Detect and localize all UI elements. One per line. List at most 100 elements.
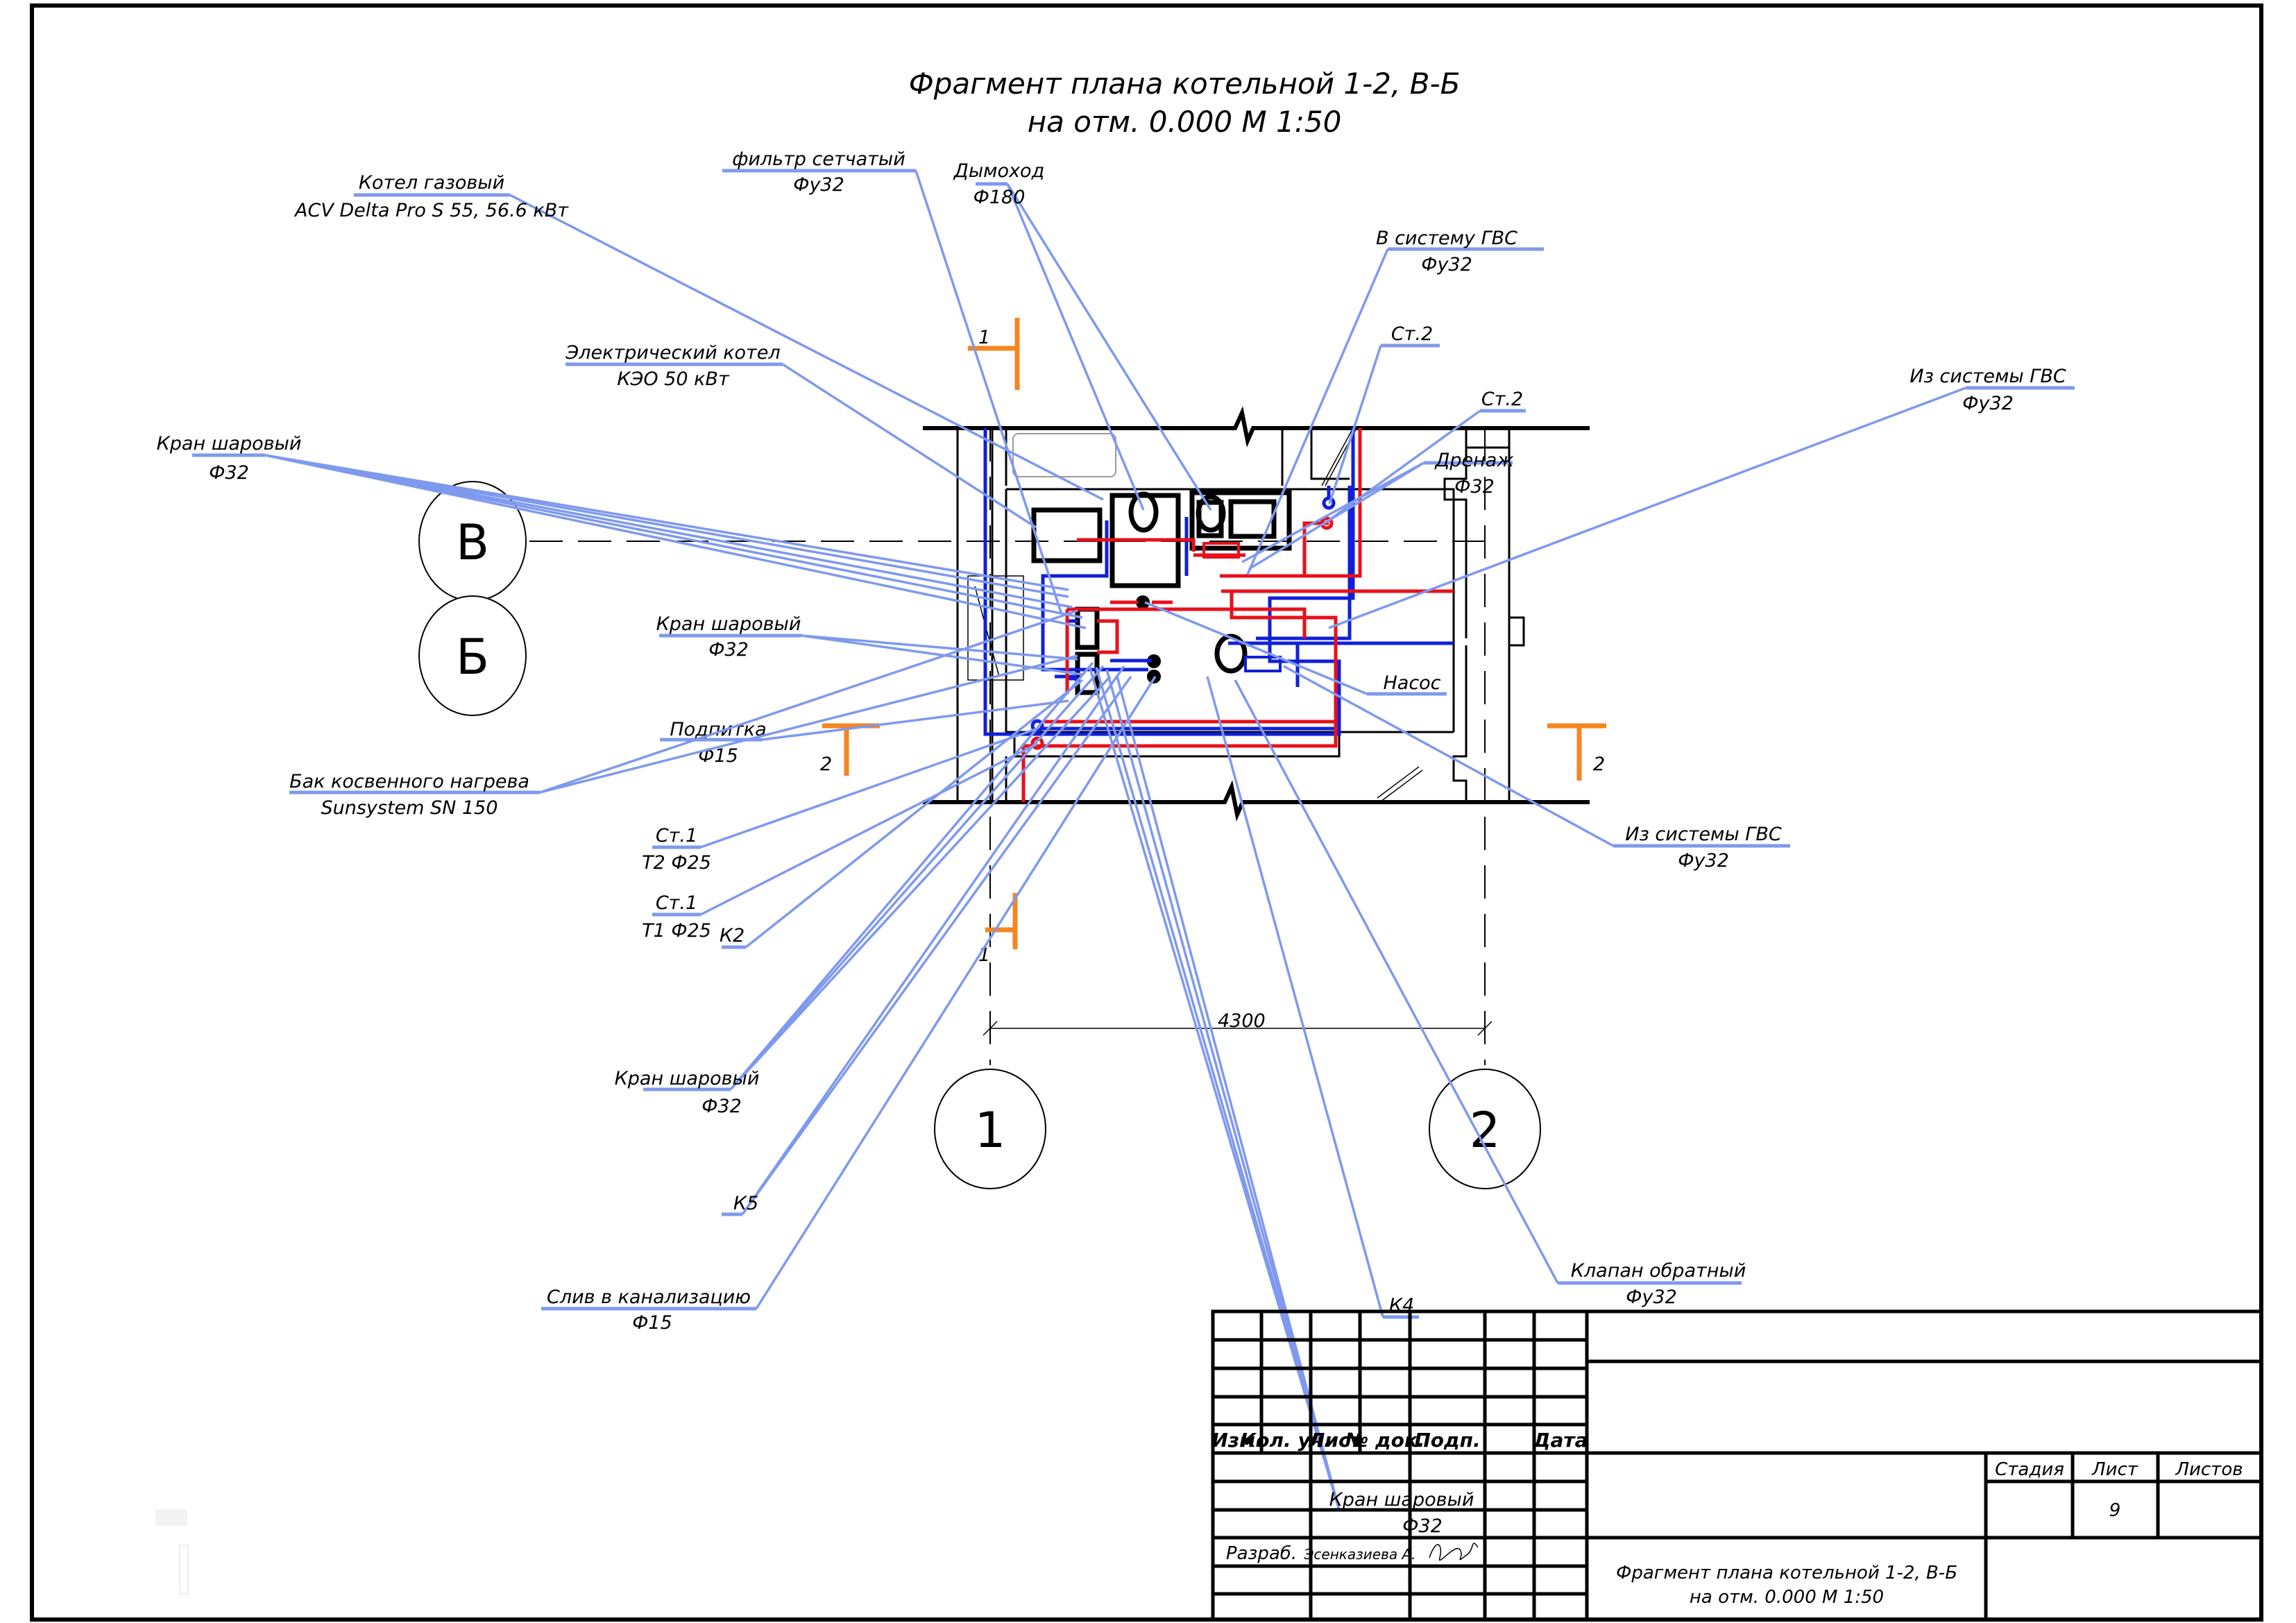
callout-strainer: фильтр сетчатый Фу32 <box>722 148 1063 615</box>
sheet-frame <box>30 3 2263 1622</box>
tb-sheets-label: Листов <box>2175 1459 2243 1480</box>
callout-check-valve: Клапан обратный Фу32 <box>1234 679 1746 1308</box>
tb-stage-label: Стадия <box>1995 1459 2064 1480</box>
callout-makeup-line1: Подпитка <box>670 719 766 740</box>
tb-header-date: Дата <box>1533 1429 1588 1452</box>
control-box <box>1228 499 1277 539</box>
callout-strainer-line2: Фу32 <box>793 174 844 196</box>
axis-label-1: 1 <box>975 1102 1006 1159</box>
callout-drain-line2: Ф32 <box>1454 476 1495 498</box>
callout-to-dhw: В систему ГВС Фу32 <box>1246 228 1544 575</box>
section-2-right-label: 2 <box>1593 754 1605 775</box>
callout-sewer-drain: Слив в канализацию Ф15 <box>541 676 1157 1334</box>
title-block-verticals <box>1259 1311 1589 1620</box>
developer-signature <box>1429 1543 1479 1561</box>
axis-bubble-1 <box>934 1069 1046 1189</box>
section-1-bottom <box>985 893 1018 949</box>
return-boiler-loop <box>1041 517 1189 672</box>
callout-ball-valve-1-line2: Ф32 <box>209 462 249 484</box>
axis-label-2: 2 <box>1470 1102 1501 1159</box>
callout-tank-line2: Sunsystem SN 150 <box>321 797 498 819</box>
pump-1 <box>1136 595 1150 609</box>
top-break-line <box>923 406 1590 448</box>
callout-electric-boiler-line2: КЭО 50 кВт <box>617 368 730 390</box>
axis-label-v: В <box>456 514 489 571</box>
drawing-subtitle: на отм. 0.000 М 1:50 <box>1028 105 1342 139</box>
callout-from-dhw-top-line1: Из системы ГВС <box>1910 366 2066 387</box>
callout-k5: К5 <box>722 665 1132 1216</box>
dimension-value: 4300 <box>1218 1010 1266 1032</box>
dimension-ticks <box>983 1021 1493 1036</box>
callout-flue: Дымоход Ф180 <box>953 160 1212 511</box>
callout-st1-t1-line1: Ст.1 <box>656 892 697 914</box>
ucs-icon <box>155 1509 189 1595</box>
callouts: Котел газовый ACV Delta Pro S 55, 56.6 к… <box>157 148 2075 1537</box>
callout-gas-boiler-line2: ACV Delta Pro S 55, 56.6 кВт <box>294 200 569 221</box>
callout-ball-valve-2: Кран шаровый Ф32 <box>656 613 1083 676</box>
supply-distribution <box>1065 428 1362 694</box>
title-block-horizontals <box>1213 1338 2261 1596</box>
tb-header-sign: Подп. <box>1414 1429 1480 1452</box>
callout-from-dhw-bottom-line1: Из системы ГВС <box>1625 824 1782 845</box>
tb-sheet-label: Лист <box>2091 1459 2138 1480</box>
ucs-icon-bar <box>179 1545 189 1595</box>
callout-check-valve-line2: Фу32 <box>1626 1286 1677 1308</box>
expansion-vessel <box>1214 634 1248 674</box>
callout-sewer-drain-line1: Слив в канализацию <box>547 1286 751 1308</box>
callout-gas-boiler: Котел газовый ACV Delta Pro S 55, 56.6 к… <box>294 172 1104 501</box>
callout-flue-line2: Ф180 <box>973 187 1026 208</box>
supply-riser-mark <box>1320 516 1334 530</box>
callout-st2-b-line1: Ст.2 <box>1481 389 1523 410</box>
tb-header-izm: Изм. <box>1211 1429 1262 1452</box>
callout-from-dhw-top-line2: Фу32 <box>1962 393 2014 414</box>
axis-label-b: Б <box>456 629 489 686</box>
callout-st1-t2-line1: Ст.1 <box>656 825 697 847</box>
callout-from-dhw-bottom: Из системы ГВС Фу32 <box>1283 665 1790 872</box>
callout-sewer-drain-line2: Ф15 <box>632 1312 672 1334</box>
callout-flue-line1: Дымоход <box>953 160 1044 182</box>
tb-developed-label: Разраб. <box>1226 1543 1297 1564</box>
callout-from-dhw-bottom-line2: Фу32 <box>1678 850 1729 872</box>
tb-sheet-title-line1: Фрагмент плана котельной 1-2, В-Б <box>1616 1563 1957 1583</box>
drawing-title: Фрагмент плана котельной 1-2, В-Б <box>909 67 1461 101</box>
return-riser-mark <box>1322 496 1336 510</box>
section-1-bottom-label: 1 <box>978 944 990 966</box>
callout-ball-valve-2-line1: Кран шаровый <box>656 613 801 635</box>
tb-header-kol-uch: Кол. уч. <box>1240 1429 1331 1452</box>
left-wall <box>956 428 994 802</box>
callout-pump: Насос <box>1144 601 1447 696</box>
tb-header-doc-no: № док. <box>1344 1429 1425 1452</box>
callout-st1-t1-line2: Т1 Ф25 <box>642 920 711 942</box>
callout-ball-valve-1-line1: Кран шаровый <box>157 433 302 454</box>
room-outline <box>1005 488 1455 802</box>
callout-to-dhw-line2: Фу32 <box>1421 254 1472 275</box>
callout-makeup-line2: Ф15 <box>698 745 738 767</box>
tb-sheet-value: 9 <box>2109 1500 2121 1521</box>
callout-k4: К4 <box>1206 676 1419 1319</box>
manifold-supply <box>1202 542 1240 559</box>
axis-markers: В Б 1 2 <box>418 481 1541 1189</box>
section-1-top-label: 1 <box>978 327 990 348</box>
return-main <box>983 428 1355 736</box>
callout-k2: К2 <box>720 679 1084 949</box>
section-2-left-label: 2 <box>820 754 832 775</box>
dimension-4300: 4300 <box>983 1010 1493 1036</box>
callout-ball-valve-3-line2: Ф32 <box>701 1096 742 1117</box>
tb-sheet-title-line2: на отм. 0.000 М 1:50 <box>1690 1587 1884 1608</box>
callout-st1-t2: Ст.1 Т2 Ф25 <box>642 727 1038 874</box>
callout-from-dhw-top: Из системы ГВС Фу32 <box>1328 366 2075 629</box>
flue-outlet-2 <box>1196 494 1226 533</box>
flue-outlet-1 <box>1128 491 1159 533</box>
callout-st2-b: Ст.2 <box>1325 389 1526 523</box>
callout-ball-valve-4-line1: Кран шаровый <box>1329 1489 1474 1511</box>
tb-developer-name: Эсенказиева А. <box>1303 1546 1415 1563</box>
callout-ball-valve-2-line2: Ф32 <box>708 639 749 661</box>
door-bottom <box>1377 766 1423 802</box>
callout-st1-t2-line2: Т2 Ф25 <box>642 852 711 874</box>
axis-bubble-2 <box>1429 1069 1541 1189</box>
electric-boiler-body <box>1031 507 1103 563</box>
callout-ball-valve-4: Кран шаровый Ф32 <box>1088 665 1481 1537</box>
callout-to-dhw-line1: В систему ГВС <box>1376 228 1517 249</box>
callout-st2-a: Ст.2 <box>1328 323 1440 504</box>
